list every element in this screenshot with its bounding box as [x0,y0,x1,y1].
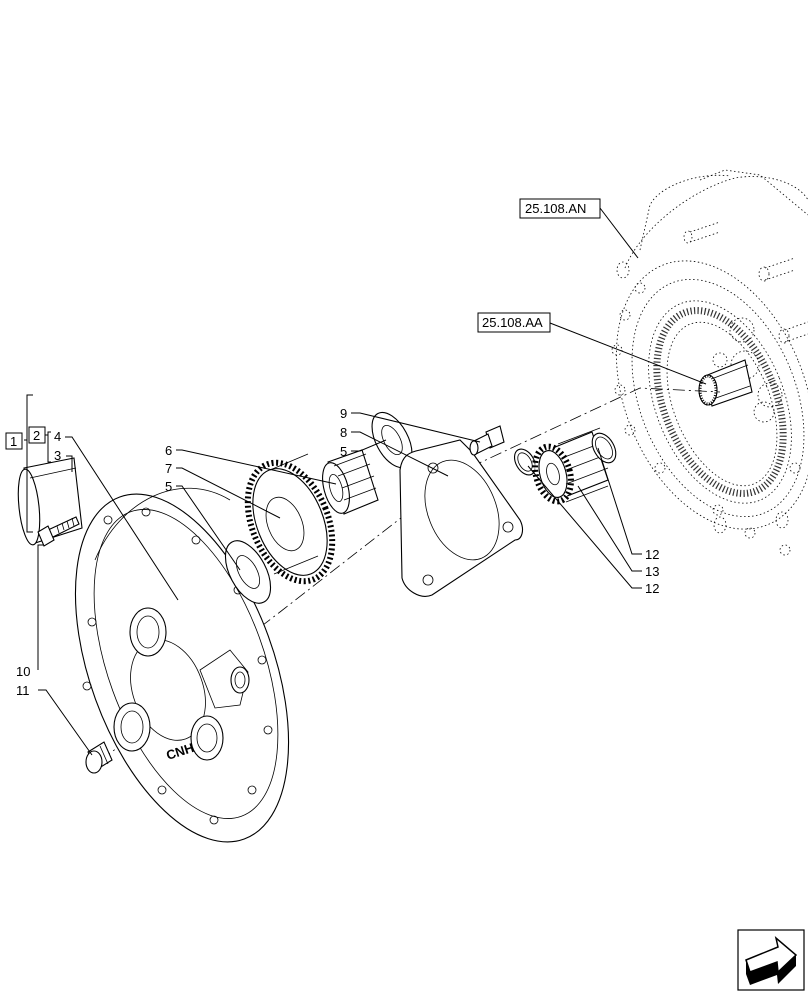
callout-12-upper: 12 [645,547,659,562]
next-page-arrow-icon[interactable] [737,929,805,991]
thrust-washer-left [224,540,272,604]
bolt-9 [469,425,505,456]
sun-gear-shaft [698,359,753,407]
planet-gear [244,453,336,585]
callout-4: 4 [54,429,61,444]
callout-5-left: 5 [165,479,172,494]
bolt-10 [37,516,80,547]
reference-sun-gear-label: 25.108.AA [482,315,543,330]
reference-housing-label: 25.108.AN [525,201,586,216]
reference-housing[interactable]: 25.108.AN [519,198,601,219]
callout-13: 13 [645,564,659,579]
reference-sun-gear[interactable]: 25.108.AA [477,312,551,333]
assembly-brackets: 1 2 [5,394,51,533]
callout-5-mid: 5 [340,444,347,459]
callout-12-lower: 12 [645,581,659,596]
callout-10: 10 [16,664,30,679]
snap-ring-upper [591,432,617,464]
callout-11: 11 [16,683,30,698]
plug-11 [85,741,113,774]
needle-bearing [322,449,379,515]
callout-leaders [37,207,707,756]
assembly-tag-1-box [5,432,23,450]
assembly-tag-2: 2 [33,428,40,443]
callout-9: 9 [340,406,347,421]
retaining-plate [399,439,524,597]
final-drive-housing [611,169,808,556]
callout-3: 3 [54,448,61,463]
callout-7: 7 [165,461,172,476]
assembly-tag-1: 1 [10,434,17,449]
callout-numbers: 4 3 10 11 6 7 5 9 8 5 12 13 12 [16,406,659,698]
thrust-washer-middle [371,411,413,469]
callout-8: 8 [340,425,347,440]
callout-6: 6 [165,443,172,458]
ring-gear-teeth [653,307,787,497]
